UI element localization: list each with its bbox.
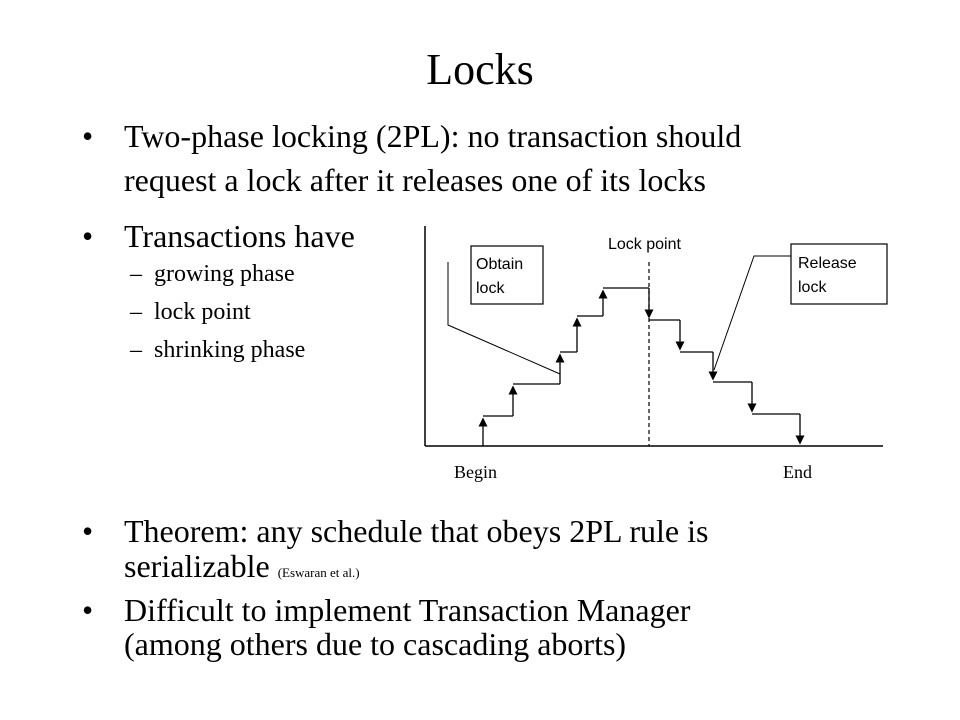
bullet-difficult-line1: Difficult to implement Transaction Manag…: [124, 592, 691, 628]
end-label: End: [783, 462, 812, 482]
growing-phase-steps: [478, 287, 649, 446]
begin-label: Begin: [454, 462, 497, 482]
bullet-transactions-text: Transactions have: [124, 218, 355, 254]
obtain-lock-label-line1: Obtain: [476, 256, 523, 273]
bullet-dot: •: [82, 592, 94, 628]
release-lock-callout: Release lock: [713, 243, 888, 371]
lock-point-label: Lock point: [608, 236, 681, 253]
slide-title: Locks: [426, 45, 534, 94]
shrinking-phase-steps: [644, 288, 805, 445]
bullet-2pl-line1: Two-phase locking (2PL): no transaction …: [124, 118, 742, 154]
citation: (Eswaran et al.): [277, 565, 360, 580]
bullet-dot: •: [82, 513, 94, 549]
sub-bullet-growing: –growing phase: [130, 261, 295, 287]
sub-bullet-lock-point: –lock point: [130, 299, 251, 325]
obtain-lock-label-line2: lock: [476, 280, 505, 297]
sub-bullet-shrinking: –shrinking phase: [130, 337, 306, 363]
release-lock-label-line1: Release: [798, 255, 857, 272]
bullet-dot: •: [82, 118, 94, 154]
bullet-2pl-line2: request a lock after it releases one of …: [124, 162, 706, 198]
bullet-difficult-line2: (among others due to cascading aborts): [124, 626, 627, 662]
bullet-theorem-line2: serializable: [124, 548, 270, 584]
release-lock-label-line2: lock: [798, 279, 827, 296]
bullet-dot: •: [82, 218, 94, 254]
bullet-theorem-line1: Theorem: any schedule that obeys 2PL rul…: [124, 513, 709, 549]
obtain-lock-callout: Obtain lock: [447, 245, 561, 375]
